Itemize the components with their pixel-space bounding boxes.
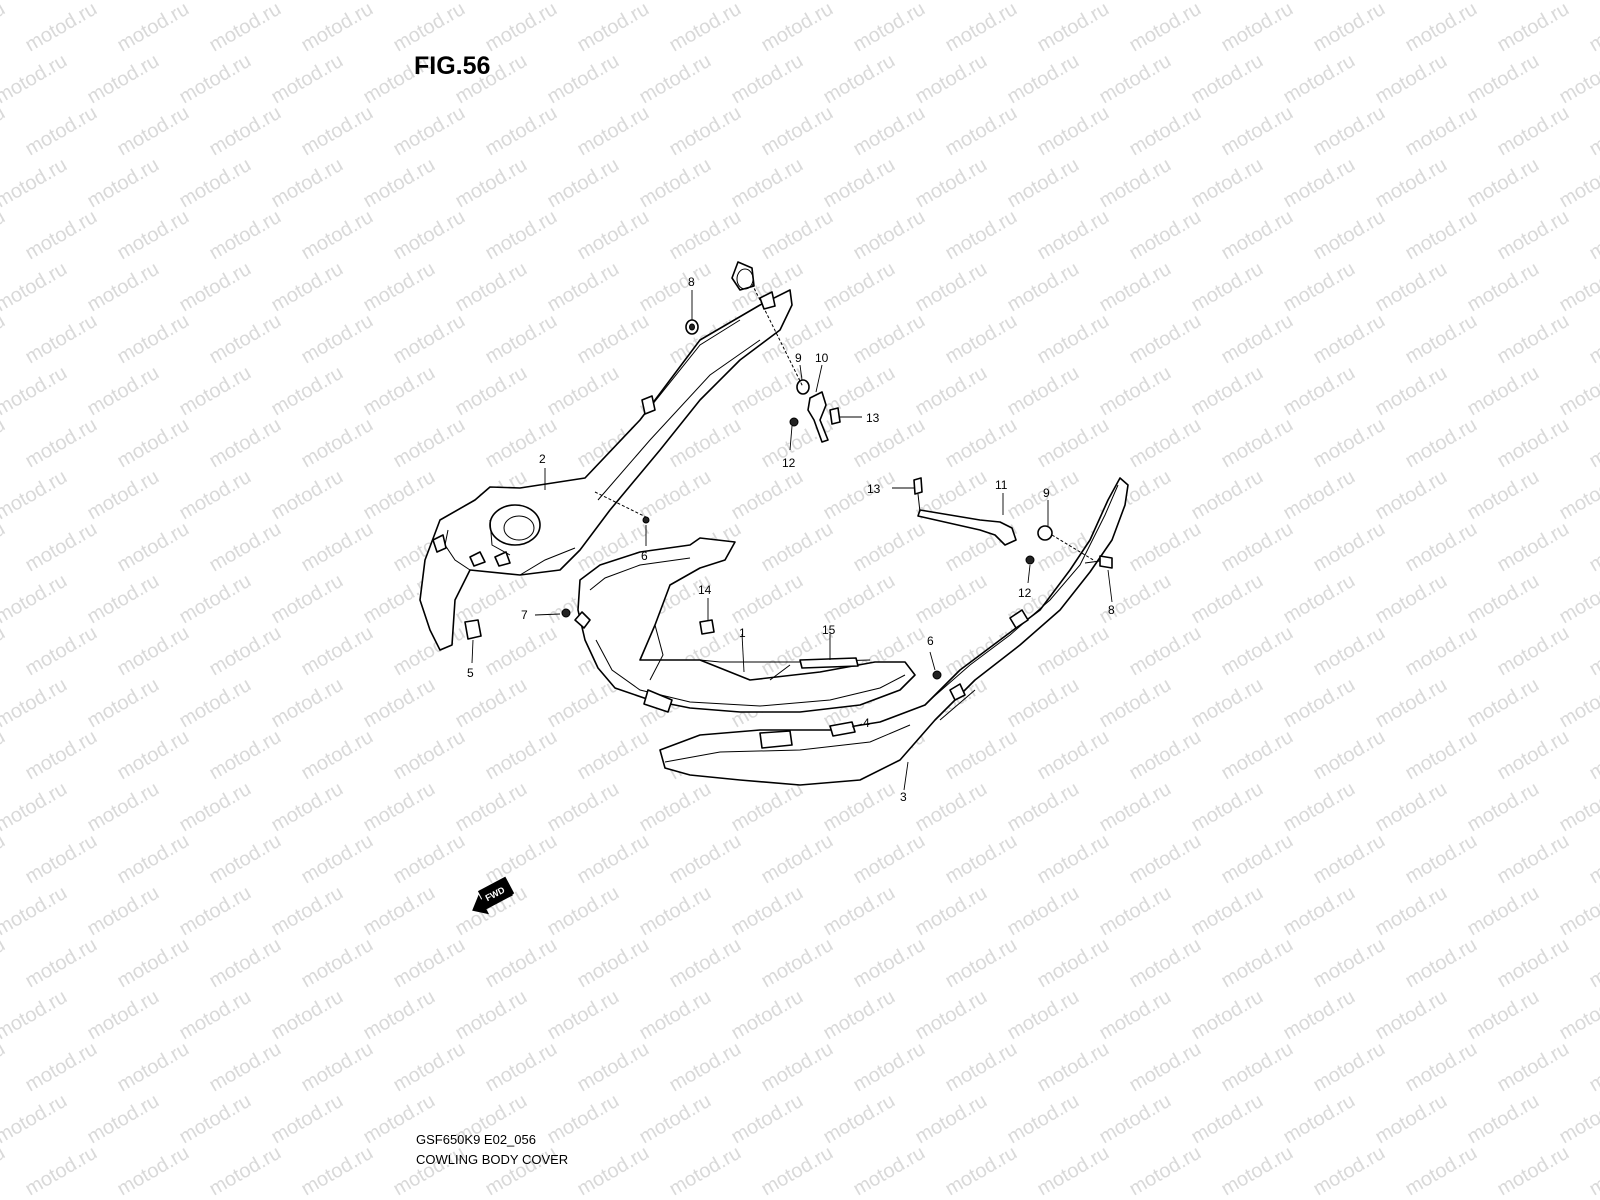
callout-6: 6 (641, 549, 648, 563)
model-code: GSF650K9 E02_056 (416, 1132, 536, 1147)
part-2-upper-cowling (419, 261, 793, 651)
part-3-side-cowling (659, 477, 1129, 786)
forward-arrow-icon: FWD (472, 876, 515, 915)
callout-14: 14 (698, 583, 712, 597)
callout-4: 4 (863, 716, 870, 730)
part-1-lower-cowling (574, 537, 916, 713)
callout-8: 8 (1108, 603, 1115, 617)
callout-12: 12 (782, 456, 796, 470)
callouts: 8 9 10 13 12 2 6 13 11 9 12 8 14 7 1 15 … (467, 275, 1115, 804)
leader-lines (471, 290, 1113, 791)
callout-8: 8 (688, 275, 695, 289)
callout-12: 12 (1018, 586, 1032, 600)
fastener-group-upper (594, 283, 841, 519)
callout-13: 13 (867, 482, 881, 496)
callout-11: 11 (995, 478, 1008, 492)
callout-15: 15 (822, 623, 836, 637)
callout-5: 5 (467, 666, 474, 680)
figure-title: FIG.56 (414, 52, 491, 80)
callout-9: 9 (795, 351, 802, 365)
callout-10: 10 (815, 351, 829, 365)
callout-3: 3 (900, 790, 907, 804)
callout-6: 6 (927, 634, 934, 648)
callout-7: 7 (521, 608, 528, 622)
section-name: COWLING BODY COVER (416, 1152, 569, 1167)
callout-2: 2 (539, 452, 546, 466)
callout-1: 1 (739, 626, 746, 640)
callout-9: 9 (1043, 486, 1050, 500)
fastener-group-lower (464, 477, 1113, 680)
callout-13: 13 (866, 411, 880, 425)
